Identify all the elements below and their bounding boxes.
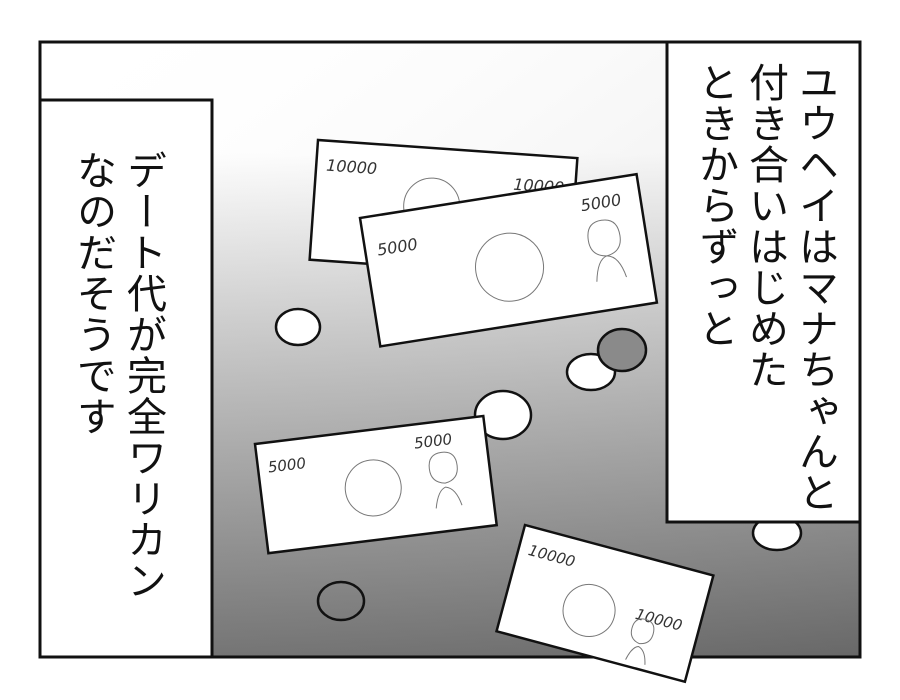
bill-value: 10000 [326,156,378,179]
coin-dark [596,327,648,373]
coin [316,580,366,622]
caption-box-right [665,40,862,524]
caption-left: デート代が完全ワリカン なのだそうです [70,150,166,601]
caption-right: ユウヘイはマナちゃんと 付き合いはじめた ときからずっと [692,62,838,513]
bill-5000-upper: 5000 5000 [358,172,659,348]
coin [274,307,322,347]
caption-box-left [38,98,214,659]
bill-value: 5000 [413,430,453,453]
bill-5000-lower: 5000 5000 [253,414,499,555]
bill-value: 5000 [267,454,307,477]
bill-10000-lower: 10000 10000 [494,523,715,684]
coin [473,389,533,441]
